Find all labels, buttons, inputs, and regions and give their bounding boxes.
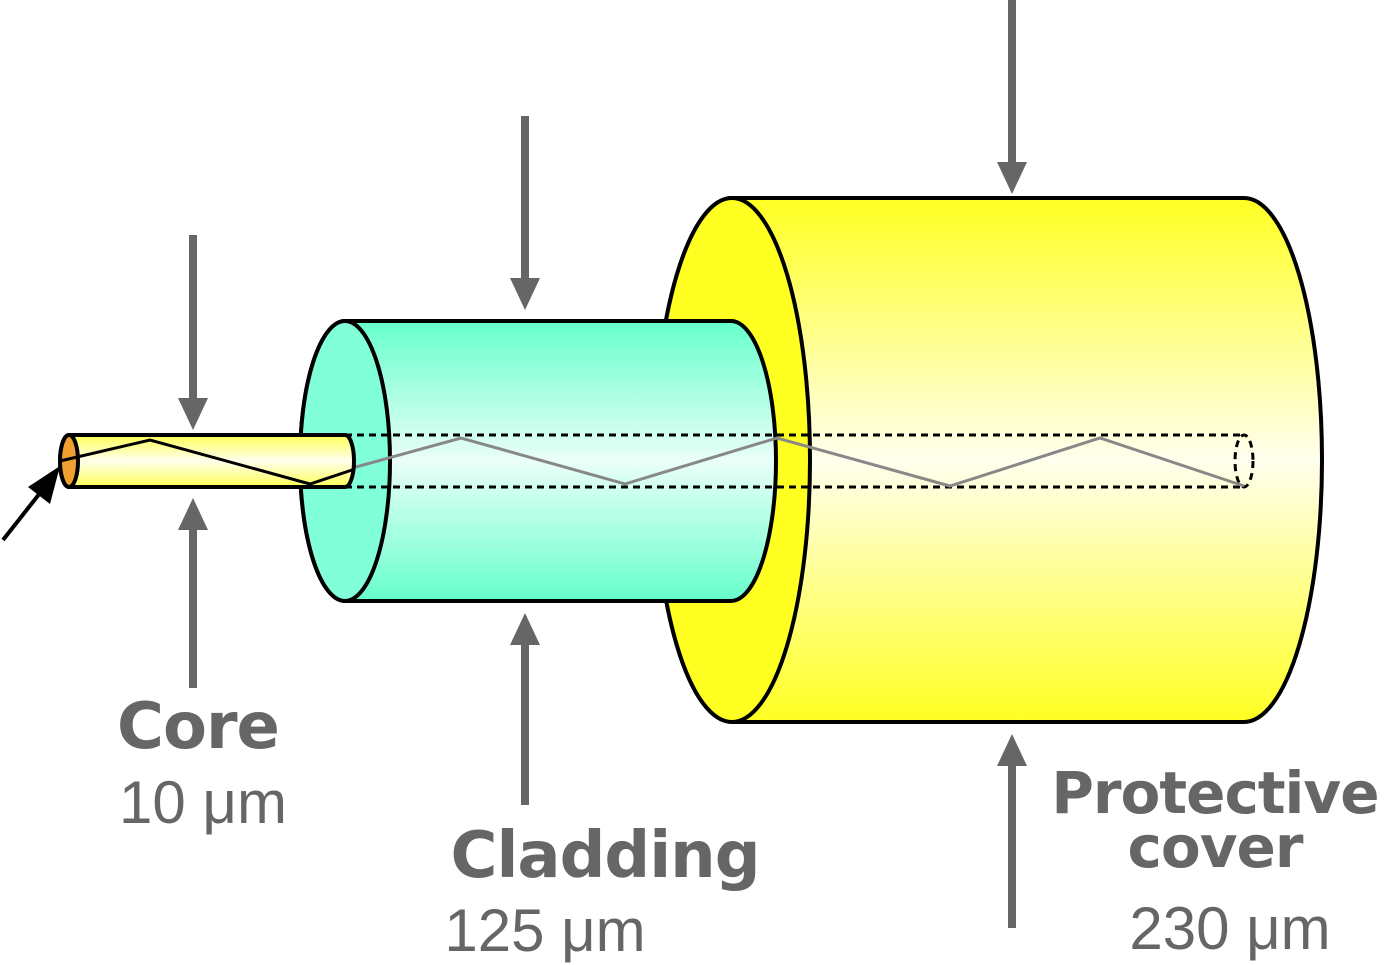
protective-cover-label-line2: cover — [1127, 813, 1304, 881]
cladding-dimension-arrows — [510, 116, 540, 805]
incident-light-arrow — [1, 466, 60, 542]
light-ray-core — [59, 438, 353, 486]
cover-dimension-arrows — [997, 0, 1027, 928]
core-dimension-arrows — [178, 235, 208, 688]
light-ray-internal — [344, 436, 1245, 488]
core-size-label: 10 μm — [119, 769, 287, 836]
protective-cover-label-line1: Protective — [1051, 759, 1379, 827]
protective-cover-label: Protective cover — [1030, 759, 1400, 881]
cladding-label: Cladding — [450, 819, 760, 893]
core-label: Core — [117, 690, 280, 764]
core-cylinder — [58, 433, 356, 489]
hidden-core-outline — [345, 433, 1255, 489]
cladding-size-label: 125 μm — [444, 897, 646, 964]
protective-cover-size-label: 230 μm — [1129, 895, 1331, 962]
